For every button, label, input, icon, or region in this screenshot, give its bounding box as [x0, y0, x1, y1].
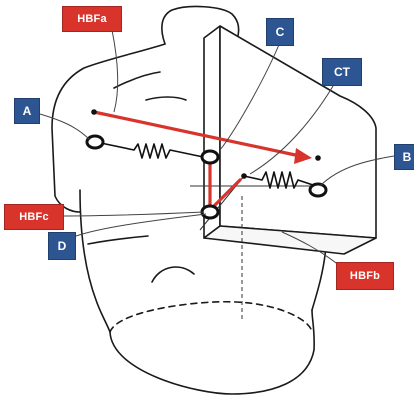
base-outline	[110, 310, 314, 394]
dot-b	[315, 155, 321, 161]
label-b: B	[394, 144, 414, 170]
label-d: D	[48, 232, 76, 260]
spring-left	[96, 142, 208, 158]
left-shoulder-outline	[52, 44, 165, 212]
dot-ct	[241, 173, 247, 179]
navel-curve	[152, 267, 194, 282]
label-c: C	[266, 18, 294, 46]
ring-a	[87, 136, 103, 148]
label-hbfa: HBFa	[62, 6, 122, 32]
leader-a	[40, 114, 90, 140]
right-side-outline	[312, 246, 326, 310]
ring-center	[202, 151, 218, 163]
label-a: A	[14, 98, 40, 124]
abdomen-line	[88, 236, 148, 244]
label-ct: CT	[322, 58, 362, 86]
ring-d	[202, 206, 218, 218]
chest-detail-line-2	[146, 97, 186, 100]
ring-b	[310, 184, 326, 196]
leader-hbfc	[60, 212, 204, 216]
leader-d	[76, 214, 206, 236]
base-dashed-outline	[110, 302, 312, 332]
label-hbfc: HBFc	[4, 204, 64, 230]
left-side-outline	[80, 190, 110, 332]
leader-hbfa	[112, 30, 118, 112]
label-hbfb: HBFb	[336, 262, 394, 290]
chest-detail-line	[114, 72, 160, 88]
dot-a	[91, 109, 97, 115]
